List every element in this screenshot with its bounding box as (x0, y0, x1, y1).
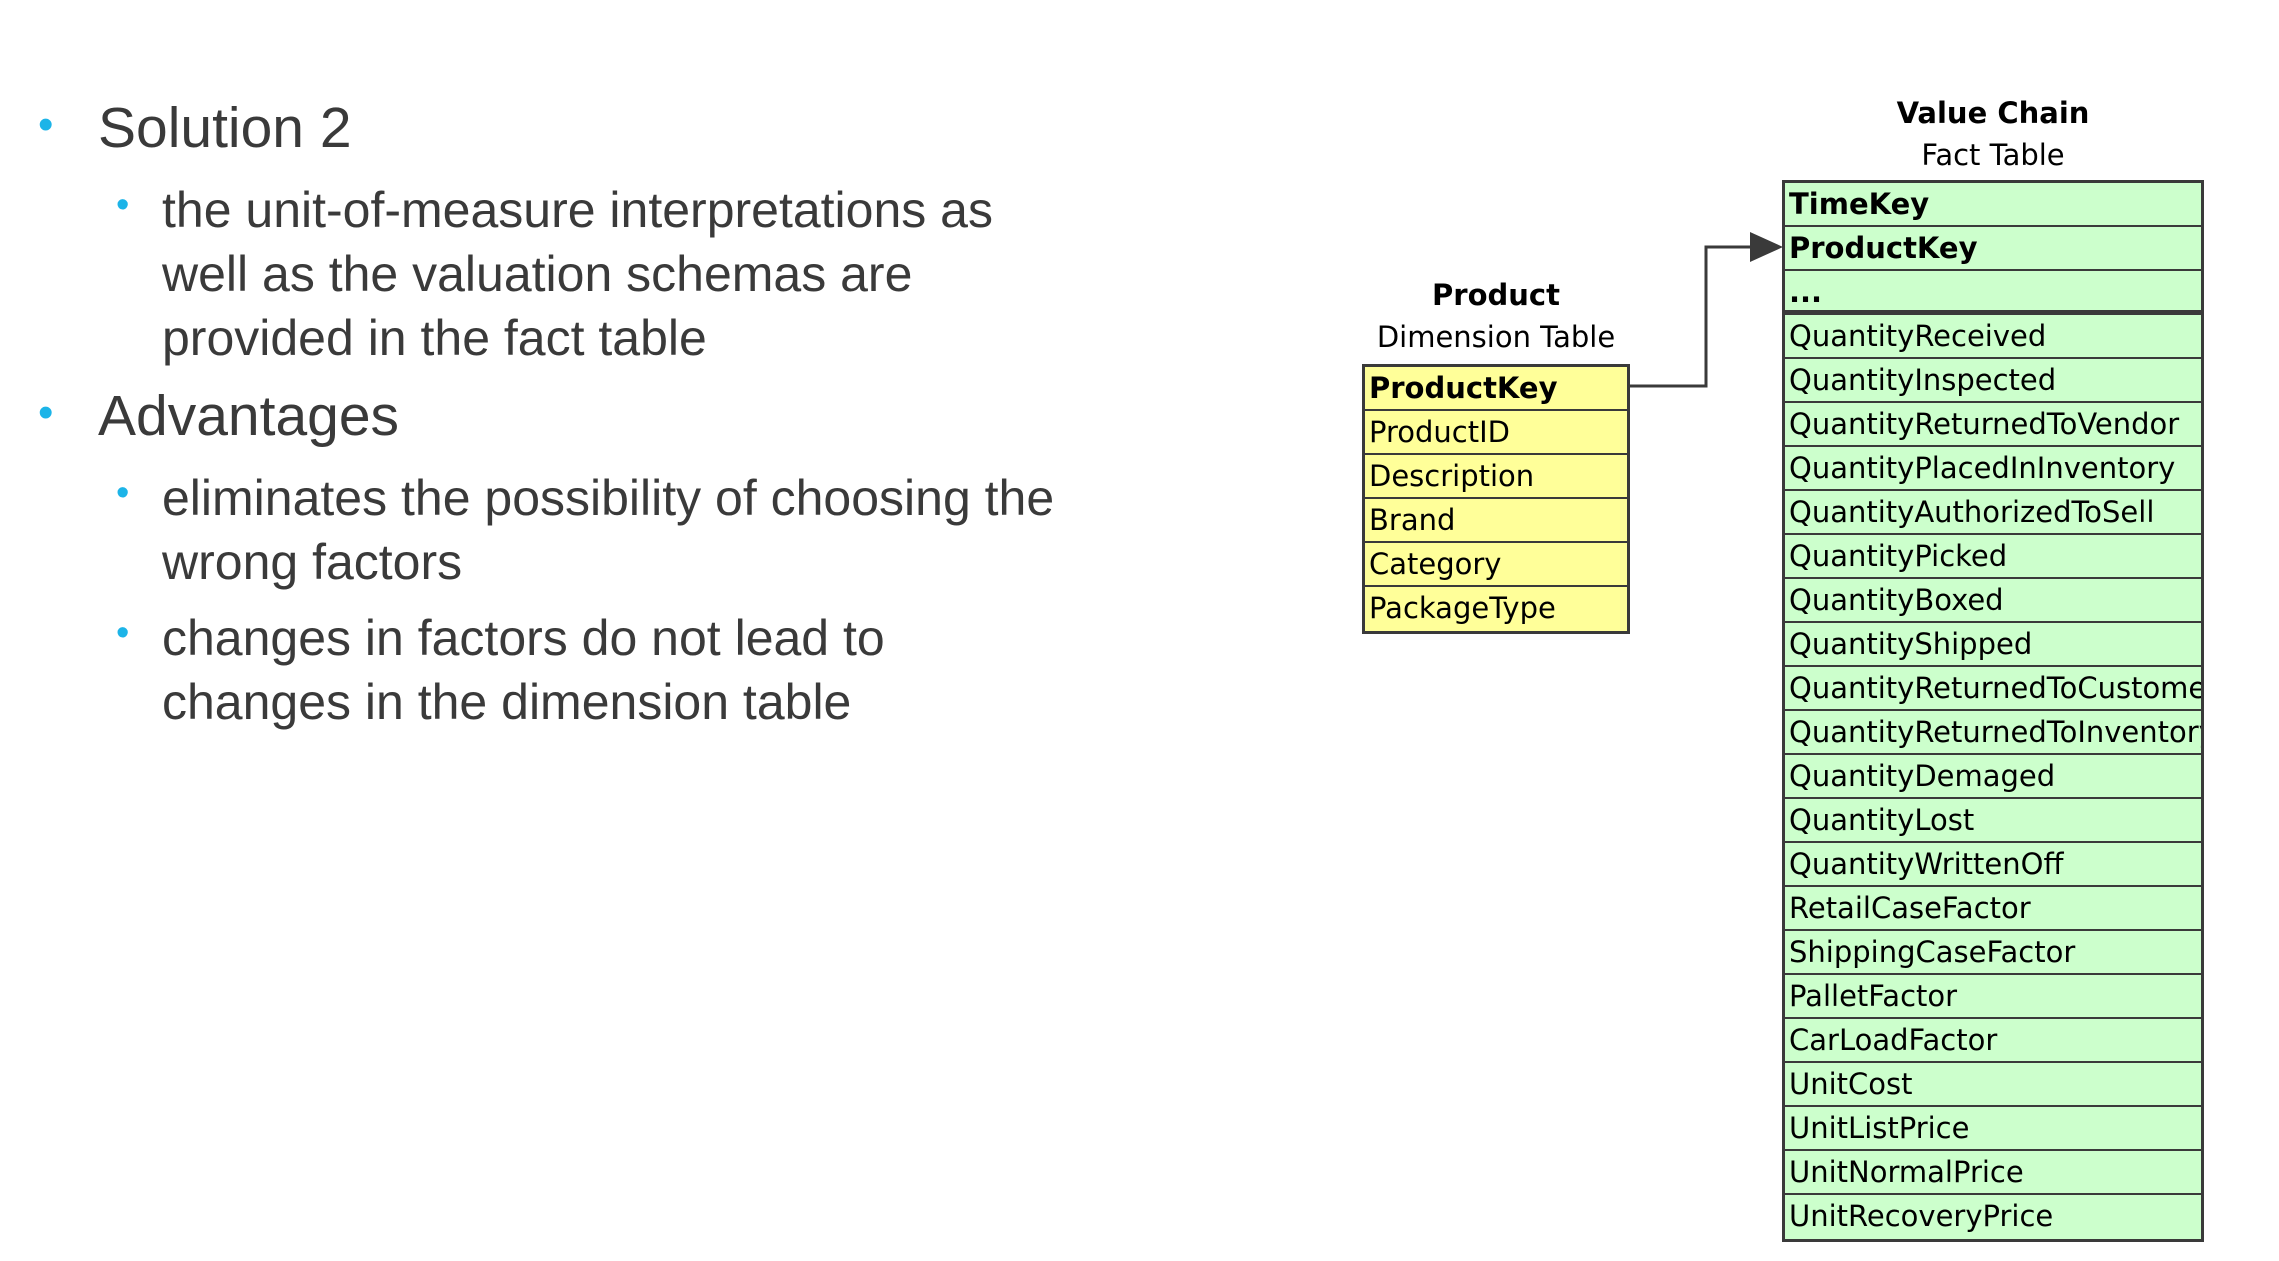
fact-table-row: ShippingCaseFactor (1785, 931, 2201, 975)
product-table-header: Product Dimension Table (1362, 278, 1630, 354)
sub-bullet-line: changes in factors do not lead to (162, 610, 885, 666)
fact-table-row: QuantityDemaged (1785, 755, 2201, 799)
fact-table-row: QuantityInspected (1785, 359, 2201, 403)
fact-table-type: Fact Table (1921, 138, 2065, 172)
fact-table-row: QuantityAuthorizedToSell (1785, 491, 2201, 535)
bullet-marker: • (116, 472, 130, 514)
fact-table-row: ... (1785, 271, 2201, 315)
product-table-row: Brand (1365, 499, 1627, 543)
sub-bullet-line: the unit-of-measure interpretations as (162, 182, 993, 238)
fact-table-header: Value Chain Fact Table (1782, 96, 2204, 172)
fact-table-row: QuantityShipped (1785, 623, 2201, 667)
fact-table-row: QuantityReturnedToVendor (1785, 403, 2201, 447)
sub-bullet-line: wrong factors (162, 534, 463, 590)
fact-table-row: TimeKey (1785, 183, 2201, 227)
sub-bullet-line: well as the valuation schemas are (162, 246, 913, 302)
fact-table-row: PalletFactor (1785, 975, 2201, 1019)
fact-table-row: ProductKey (1785, 227, 2201, 271)
bullet-marker: • (116, 612, 130, 654)
product-table-row: Category (1365, 543, 1627, 587)
fact-table-row: QuantityReturnedToInventory (1785, 711, 2201, 755)
fact-table-row: UnitListPrice (1785, 1107, 2201, 1151)
product-table-type: Dimension Table (1376, 320, 1616, 354)
fact-table-row: QuantityWrittenOff (1785, 843, 2201, 887)
product-table-row: ProductKey (1365, 367, 1627, 411)
fact-table-row: QuantityBoxed (1785, 579, 2201, 623)
bullet-advantages: Advantages (98, 384, 400, 448)
fact-table-row: QuantityPicked (1785, 535, 2201, 579)
product-table-row: PackageType (1369, 591, 1556, 625)
bullet-marker: • (38, 100, 54, 149)
product-table-row: ProductID (1365, 411, 1627, 455)
fact-table-row: CarLoadFactor (1785, 1019, 2201, 1063)
bullet-marker: • (38, 388, 54, 437)
fact-table-row: UnitNormalPrice (1785, 1151, 2201, 1195)
product-table-name: Product (1432, 278, 1560, 312)
sub-bullet-line: changes in the dimension table (162, 674, 852, 730)
fact-table-row: UnitRecoveryPrice (1789, 1199, 2054, 1233)
fact-table-row: QuantityReceived (1785, 315, 2201, 359)
fact-table-row: QuantityLost (1785, 799, 2201, 843)
fact-table-name: Value Chain (1896, 96, 2090, 130)
product-table-row: Description (1365, 455, 1627, 499)
sub-bullet-line: eliminates the possibility of choosing t… (162, 470, 1055, 526)
fact-table-row: UnitCost (1785, 1063, 2201, 1107)
bullet-solution-2: Solution 2 (98, 96, 352, 160)
bullet-marker: • (116, 184, 130, 226)
fact-table-row: QuantityPlacedInInventory (1785, 447, 2201, 491)
fact-table-row: QuantityReturnedToCustomer (1785, 667, 2201, 711)
sub-bullet-line: provided in the fact table (162, 310, 707, 366)
fact-table-row: RetailCaseFactor (1785, 887, 2201, 931)
